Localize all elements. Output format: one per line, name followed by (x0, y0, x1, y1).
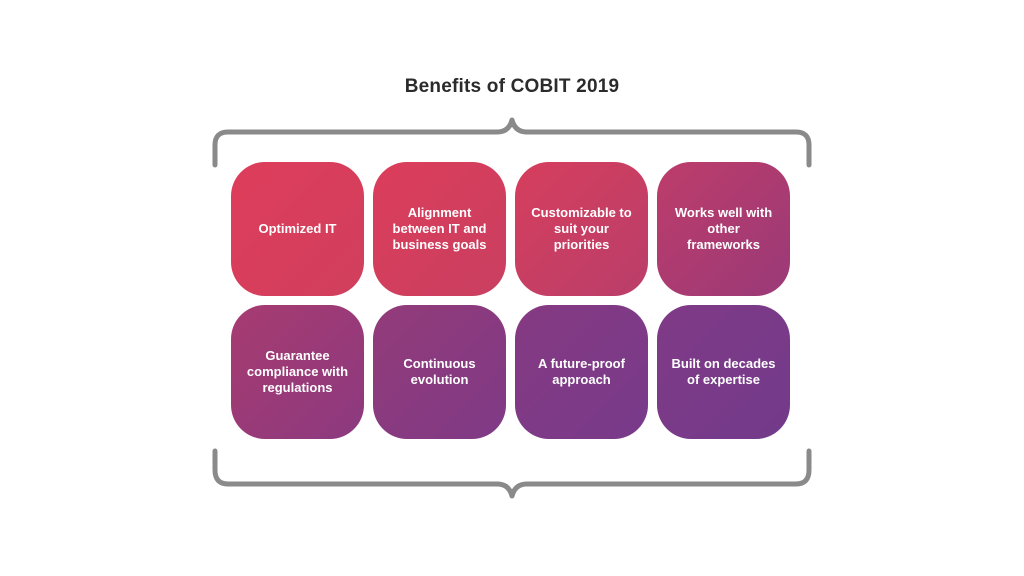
benefit-label: A future-proof approach (538, 356, 625, 387)
benefit-card: Customizable to suit your priorities (515, 162, 648, 296)
benefit-card: Built on decades of expertise (657, 305, 790, 439)
benefit-card: A future-proof approach (515, 305, 648, 439)
benefit-card: Works well with other frameworks (657, 162, 790, 296)
benefit-label: Continuous evolution (403, 356, 476, 387)
benefit-label: Customizable to suit your priorities (531, 205, 632, 252)
benefit-card: Guarantee compliance with regulations (231, 305, 364, 439)
bottom-brace (212, 448, 812, 499)
benefit-label: Alignment between IT and business goals (392, 205, 487, 252)
benefit-label: Works well with other frameworks (674, 205, 773, 252)
diagram-title: Benefits of COBIT 2019 (404, 76, 620, 97)
benefit-card: Alignment between IT and business goals (373, 162, 506, 296)
benefit-label: Built on decades of expertise (671, 356, 776, 387)
benefit-label: Optimized IT (258, 221, 337, 236)
benefit-label: Guarantee compliance with regulations (246, 348, 349, 395)
benefit-card: Optimized IT (231, 162, 364, 296)
benefit-card: Continuous evolution (373, 305, 506, 439)
top-brace (212, 117, 812, 168)
benefits-grid: Optimized IT Alignment between IT and bu… (231, 162, 793, 439)
